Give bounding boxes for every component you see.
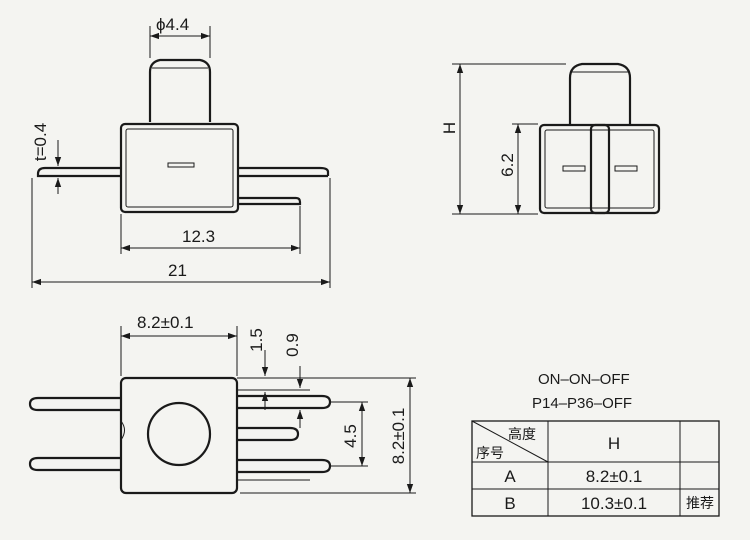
dim-8-2-vertical: 8.2±0.1 (240, 377, 416, 494)
top-body-notch (120, 420, 125, 441)
dim-6-2: 6.2 (498, 123, 538, 214)
table-header-h: H (608, 434, 620, 453)
table-row-a-h: 8.2±0.1 (586, 467, 643, 486)
table-row-b-h: 10.3±0.1 (581, 494, 647, 513)
table-diagonal (471, 420, 549, 463)
pin-left-upper (28, 396, 121, 412)
table-row-b-id: B (504, 494, 515, 513)
spec-line-1: ON–ON–OFF (538, 371, 630, 388)
dim-phi-label: ϕ4.4 (156, 15, 189, 34)
dim-8-2-h-label: 8.2±0.1 (137, 313, 194, 332)
front-view (36, 58, 330, 214)
pin-right-lower (237, 458, 332, 474)
pin-left-lower (28, 456, 121, 472)
top-body (119, 376, 239, 495)
spec-line-2: P14–P36–OFF (532, 395, 632, 412)
dim-12-3-label: 12.3 (182, 227, 215, 246)
dim-21-label: 21 (168, 261, 187, 280)
front-terminal-top (45, 166, 330, 176)
front-body-inner (125, 128, 234, 208)
dim-phi: ϕ4.4 (149, 15, 211, 58)
dim-12-3: 12.3 (120, 206, 301, 254)
side-view (538, 62, 661, 215)
side-body (538, 123, 661, 215)
dim-21: 21 (31, 178, 331, 288)
pin-right-upper (237, 394, 332, 410)
front-body (119, 122, 240, 214)
dim-0-9: 0.9 (283, 333, 304, 428)
dim-0-9-label: 0.9 (283, 333, 302, 357)
dim-4-5-label: 4.5 (341, 424, 360, 448)
table-row-a-id: A (504, 467, 516, 486)
dim-8-2-v-label: 8.2±0.1 (389, 408, 408, 465)
table-header-top: 高度 (508, 426, 536, 443)
front-actuator (148, 58, 212, 122)
side-actuator (568, 62, 632, 125)
dim-6-2-label: 6.2 (498, 153, 517, 177)
side-left-tab (562, 165, 586, 172)
dim-4-5: 4.5 (330, 401, 368, 467)
table-header-bottom: 序号 (476, 446, 504, 462)
dim-1-5: 1.5 (247, 328, 269, 410)
dim-1-5-label: 1.5 (247, 328, 266, 352)
dim-thickness-label: t=0.4 (31, 123, 50, 161)
table-row-b-note: 推荐 (686, 496, 714, 512)
top-view (28, 376, 332, 495)
front-pin-lower (238, 196, 302, 206)
side-center-rib (589, 123, 611, 215)
dim-H-label: H (440, 122, 459, 134)
side-right-tab (614, 165, 638, 172)
dim-H: H (440, 63, 566, 215)
dim-thickness: t=0.4 (31, 123, 66, 194)
front-terminal-bottom (36, 166, 328, 178)
pin-right-middle (237, 426, 300, 442)
spec-table: 高度 序号 H A 8.2±0.1 B 10.3±0.1 推荐 (471, 420, 720, 517)
dim-8-2-horizontal: 8.2±0.1 (120, 313, 238, 376)
top-actuator-circle (146, 401, 212, 467)
front-notch (167, 162, 195, 168)
side-body-inner (544, 129, 655, 209)
